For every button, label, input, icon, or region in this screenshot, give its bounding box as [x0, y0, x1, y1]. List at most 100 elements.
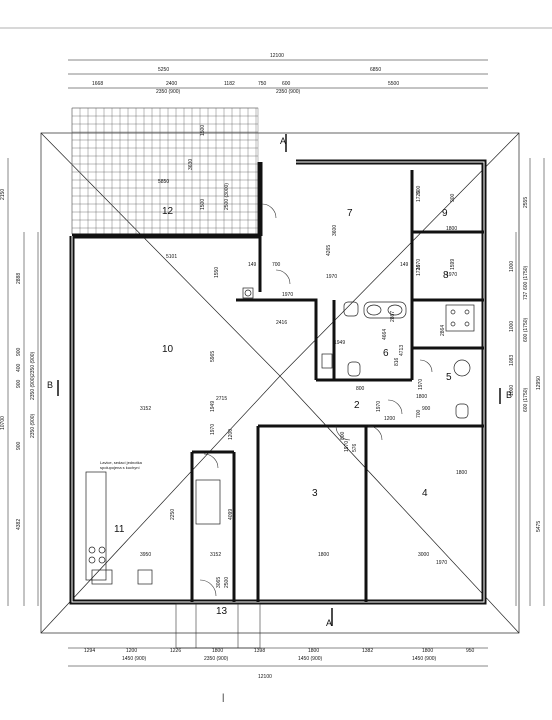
dim-text: 816: [394, 357, 400, 366]
section-mark-a-top: A: [280, 134, 287, 152]
svg-text:A: A: [280, 136, 286, 146]
dim-text: 1182: [224, 81, 235, 87]
dim-text: 1398: [254, 648, 265, 654]
dim-text: 2350 (900): [204, 656, 229, 662]
dim-text: 4265: [326, 245, 332, 256]
dim-text: 1949: [210, 401, 216, 412]
dim-text: 1800: [416, 394, 427, 400]
dim-text: 4382: [16, 519, 22, 530]
dim-text: 700: [272, 262, 281, 268]
dim-text: 6850: [370, 67, 381, 73]
dim-text: 1599: [450, 259, 456, 270]
room-label: 7: [347, 208, 353, 219]
dim-text: 1226: [170, 648, 181, 654]
note-line-1: Lavice, sedací jednotka: [100, 460, 143, 465]
dim-text: 5850: [158, 179, 169, 185]
dim-text: 400: [16, 363, 22, 372]
dim-text: 1970: [282, 292, 293, 298]
dim-text: 3000: [418, 552, 429, 558]
dim-text: 800: [356, 386, 365, 392]
section-mark-a-bottom: A: [326, 608, 333, 628]
dim-text: 900: [450, 193, 456, 202]
dim-text: 3950: [140, 552, 151, 558]
page-mark: |: [222, 692, 224, 702]
dim-text: 900: [416, 185, 422, 194]
dim-text: 2350 (900): [276, 89, 301, 95]
room-label: 12: [162, 206, 174, 217]
dim-text: 2150: [0, 189, 6, 200]
section-mark-b-left: B: [47, 380, 59, 396]
dim-text: 3152: [210, 552, 221, 558]
dim-text: 2500 (3000): [224, 183, 230, 210]
svg-text:A: A: [326, 618, 332, 628]
room-label: 13: [216, 606, 228, 617]
dim-text: 12100: [270, 53, 284, 59]
dim-text: 1800: [318, 552, 329, 558]
dim-text: 1500: [200, 199, 206, 210]
dim-text: 600 (1750): [523, 265, 529, 290]
dim-text: 1970: [210, 424, 216, 435]
dim-text: 1800: [446, 226, 457, 232]
dim-text: 1970: [418, 379, 424, 390]
dim-text: 4664: [382, 329, 388, 340]
dim-text: 600 (1750): [523, 387, 529, 412]
terrace-grid: [71, 107, 259, 235]
room-label: 8: [443, 270, 449, 281]
dim-text: 1970: [326, 274, 337, 280]
dim-text: 2864: [440, 325, 446, 336]
dim-text: 1450 (900): [122, 656, 147, 662]
dim-text: 5475: [536, 521, 542, 532]
dim-text: 2715: [216, 396, 227, 402]
dim-text: 1500: [200, 125, 206, 136]
dim-text: 2416: [276, 320, 287, 326]
dim-text: 3065: [216, 577, 222, 588]
dim-text: 1200: [228, 429, 234, 440]
dim-text: 4099: [228, 509, 234, 520]
dim-text: 1800: [212, 648, 223, 654]
dim-text: 1450 (900): [412, 656, 437, 662]
dim-text: 2350 (900): [30, 413, 36, 438]
dim-text: 1000: [509, 321, 515, 332]
dim-text: 1726: [416, 265, 422, 276]
dim-text: 1970: [376, 401, 382, 412]
dim-text: 1000: [509, 261, 515, 272]
dim-text: 12100: [258, 674, 272, 680]
dim-text: 5101: [166, 254, 177, 260]
dim-text: 10700: [0, 416, 6, 430]
room-label: 9: [442, 208, 448, 219]
note-line-2: spolupojena s kuchyní: [100, 465, 140, 470]
dim-text: 1668: [92, 81, 103, 87]
room-label: 6: [383, 348, 389, 359]
dim-text: 800: [340, 431, 346, 440]
dim-text: 900: [16, 379, 22, 388]
room-label: 4: [422, 488, 428, 499]
roof-outline: [40, 132, 520, 634]
dim-text: 700: [416, 409, 422, 418]
dim-text: 5250: [158, 67, 169, 73]
svg-text:B: B: [506, 390, 512, 400]
dim-text: 2350 (900): [30, 351, 36, 376]
dim-text: 12950: [536, 376, 542, 390]
dim-text: 2867: [390, 311, 396, 322]
doors: [199, 203, 433, 597]
dim-text: 600: [282, 81, 291, 87]
dim-text: 2888: [16, 273, 22, 284]
dim-text: 750: [258, 81, 267, 87]
dim-text: 950: [466, 648, 475, 654]
dim-text: 2250: [170, 509, 176, 520]
dim-text: 4713: [399, 345, 405, 356]
dim-text: 5500: [388, 81, 399, 87]
dim-text: 600 (1750): [523, 317, 529, 342]
dim-text: 737: [523, 291, 529, 300]
room-label: 11: [114, 524, 125, 535]
dim-text: 1970: [416, 259, 422, 270]
dim-text: 1970: [446, 272, 457, 278]
dim-text: 3152: [140, 406, 151, 412]
room-label: 5: [446, 372, 452, 383]
dim-text: 5965: [210, 351, 216, 362]
fixtures: [85, 287, 475, 585]
dim-text: 1800: [308, 648, 319, 654]
dim-text: 1294: [84, 648, 95, 654]
